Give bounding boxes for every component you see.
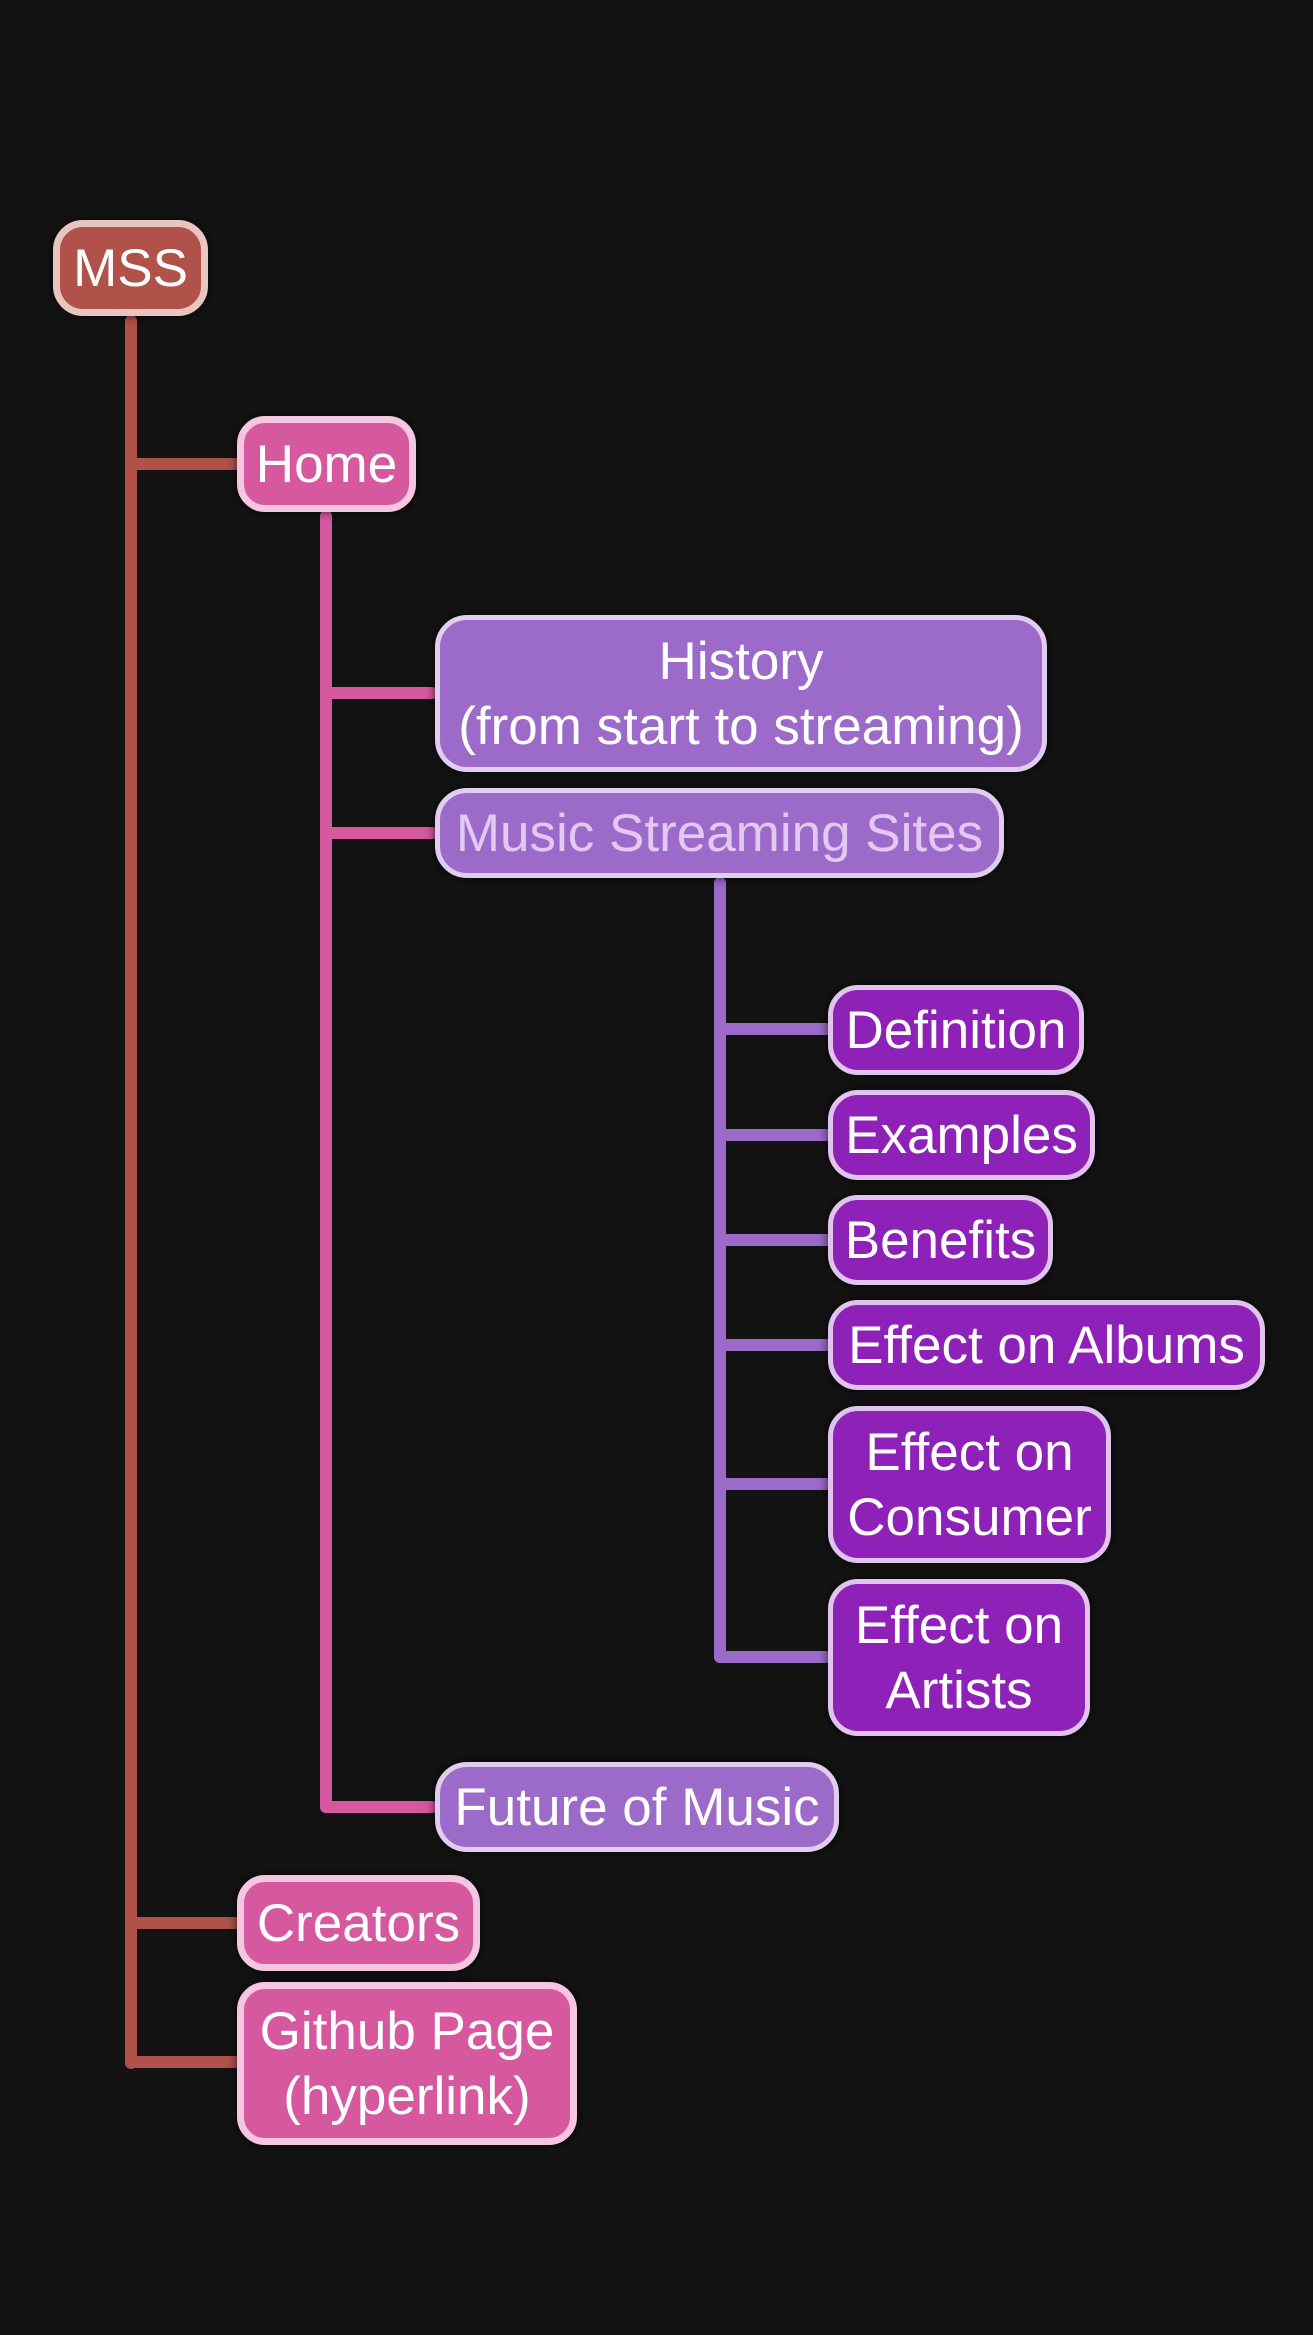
connector-home-mss [320, 827, 438, 839]
connector-mss-definition [714, 1023, 832, 1035]
node-github-page[interactable]: Github Page (hyperlink) [237, 1982, 577, 2145]
connector-mss-trunk [714, 877, 726, 1663]
connector-root-creators [125, 1917, 243, 1929]
node-benefits[interactable]: Benefits [828, 1195, 1053, 1285]
connector-mss-consumer [714, 1478, 832, 1490]
connector-mss-benefits [714, 1234, 832, 1246]
connector-mss-artists [714, 1651, 832, 1663]
node-home[interactable]: Home [237, 416, 416, 512]
connector-root-trunk [125, 315, 137, 2069]
node-definition[interactable]: Definition [828, 985, 1084, 1075]
node-effect-on-albums[interactable]: Effect on Albums [828, 1300, 1265, 1390]
connector-mss-examples [714, 1129, 832, 1141]
node-creators[interactable]: Creators [237, 1875, 480, 1971]
connector-mss-albums [714, 1339, 832, 1351]
connector-root-home [125, 458, 243, 470]
connector-home-future [320, 1801, 438, 1813]
connector-root-github [125, 2056, 243, 2068]
connector-home-trunk [320, 510, 332, 1813]
node-examples[interactable]: Examples [828, 1090, 1095, 1180]
node-music-streaming-sites[interactable]: Music Streaming Sites [435, 788, 1004, 878]
node-effect-on-artists[interactable]: Effect on Artists [828, 1579, 1090, 1736]
node-history[interactable]: History (from start to streaming) [435, 615, 1047, 772]
node-future-of-music[interactable]: Future of Music [435, 1762, 839, 1852]
connector-home-history [320, 687, 438, 699]
node-effect-on-consumer[interactable]: Effect on Consumer [828, 1406, 1111, 1563]
node-mss-root[interactable]: MSS [53, 220, 208, 316]
